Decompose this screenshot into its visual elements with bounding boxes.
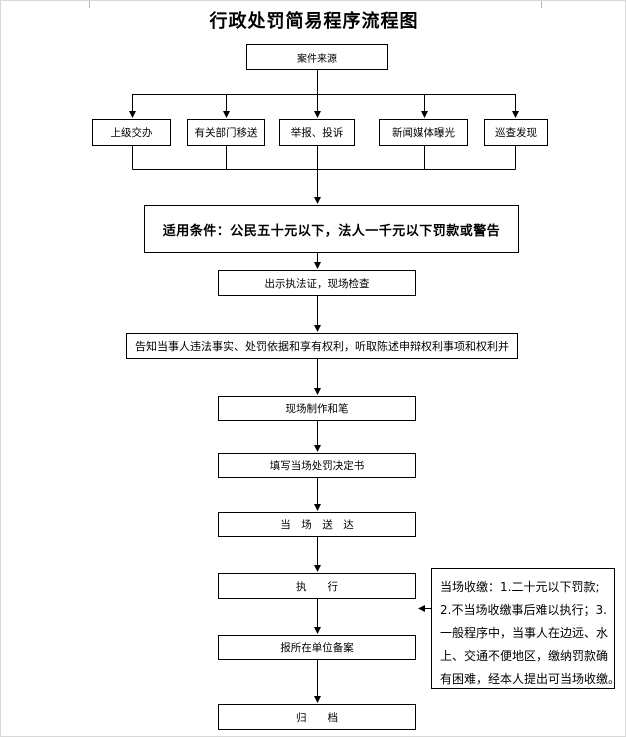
node-fill-penalty-decision: 填写当场处罚决定书	[218, 453, 416, 478]
node-show-credentials-inspection: 出示执法证，现场检查	[218, 270, 416, 296]
node-inform-parties-rights: 告知当事人违法事实、处罚依据和享有权利，听取陈述申辩权利事项和权利并	[126, 333, 518, 359]
node-archive: 归 档	[218, 704, 416, 730]
note-line: 有困难，经本人提出可当场收缴。	[440, 672, 621, 686]
node-branch-superior-assignment: 上级交办	[92, 119, 171, 146]
node-onsite-record: 现场制作和笔	[218, 396, 416, 421]
note-onsite-collection: 当场收缴：1.二十元以下罚款; 2.不当场收缴事后难以执行；3. 一般程序中，当…	[431, 568, 621, 689]
page-margin-mark	[541, 1, 542, 8]
node-execute: 执 行	[218, 573, 416, 599]
note-line: 上、交通不便地区，缴纳罚款确	[440, 649, 609, 663]
note-line: 2.不当场收缴事后难以执行；3.	[440, 603, 607, 617]
node-branch-patrol-discovery: 巡查发现	[484, 119, 548, 146]
connector-lines	[132, 70, 516, 697]
node-onsite-delivery: 当 场 送 达	[218, 512, 416, 537]
note-line: 一般程序中，当事人在边远、水	[440, 626, 609, 640]
page-title: 行政处罚简易程序流程图	[209, 11, 419, 32]
arrowheads	[129, 111, 519, 703]
node-applicable-condition: 适用条件：公民五十元以下，法人一千元以下罚款或警告	[144, 205, 519, 253]
note-line: 当场收缴：1.二十元以下罚款;	[440, 580, 600, 594]
node-branch-department-transfer: 有关部门移送	[187, 119, 265, 146]
node-branch-report-complaint: 举报、投诉	[279, 119, 355, 146]
node-report-unit-filing: 报所在单位备案	[218, 635, 416, 660]
page-margin-mark	[89, 1, 90, 8]
node-branch-media-exposure: 新闻媒体曝光	[379, 119, 468, 146]
node-case-source: 案件来源	[246, 44, 388, 70]
